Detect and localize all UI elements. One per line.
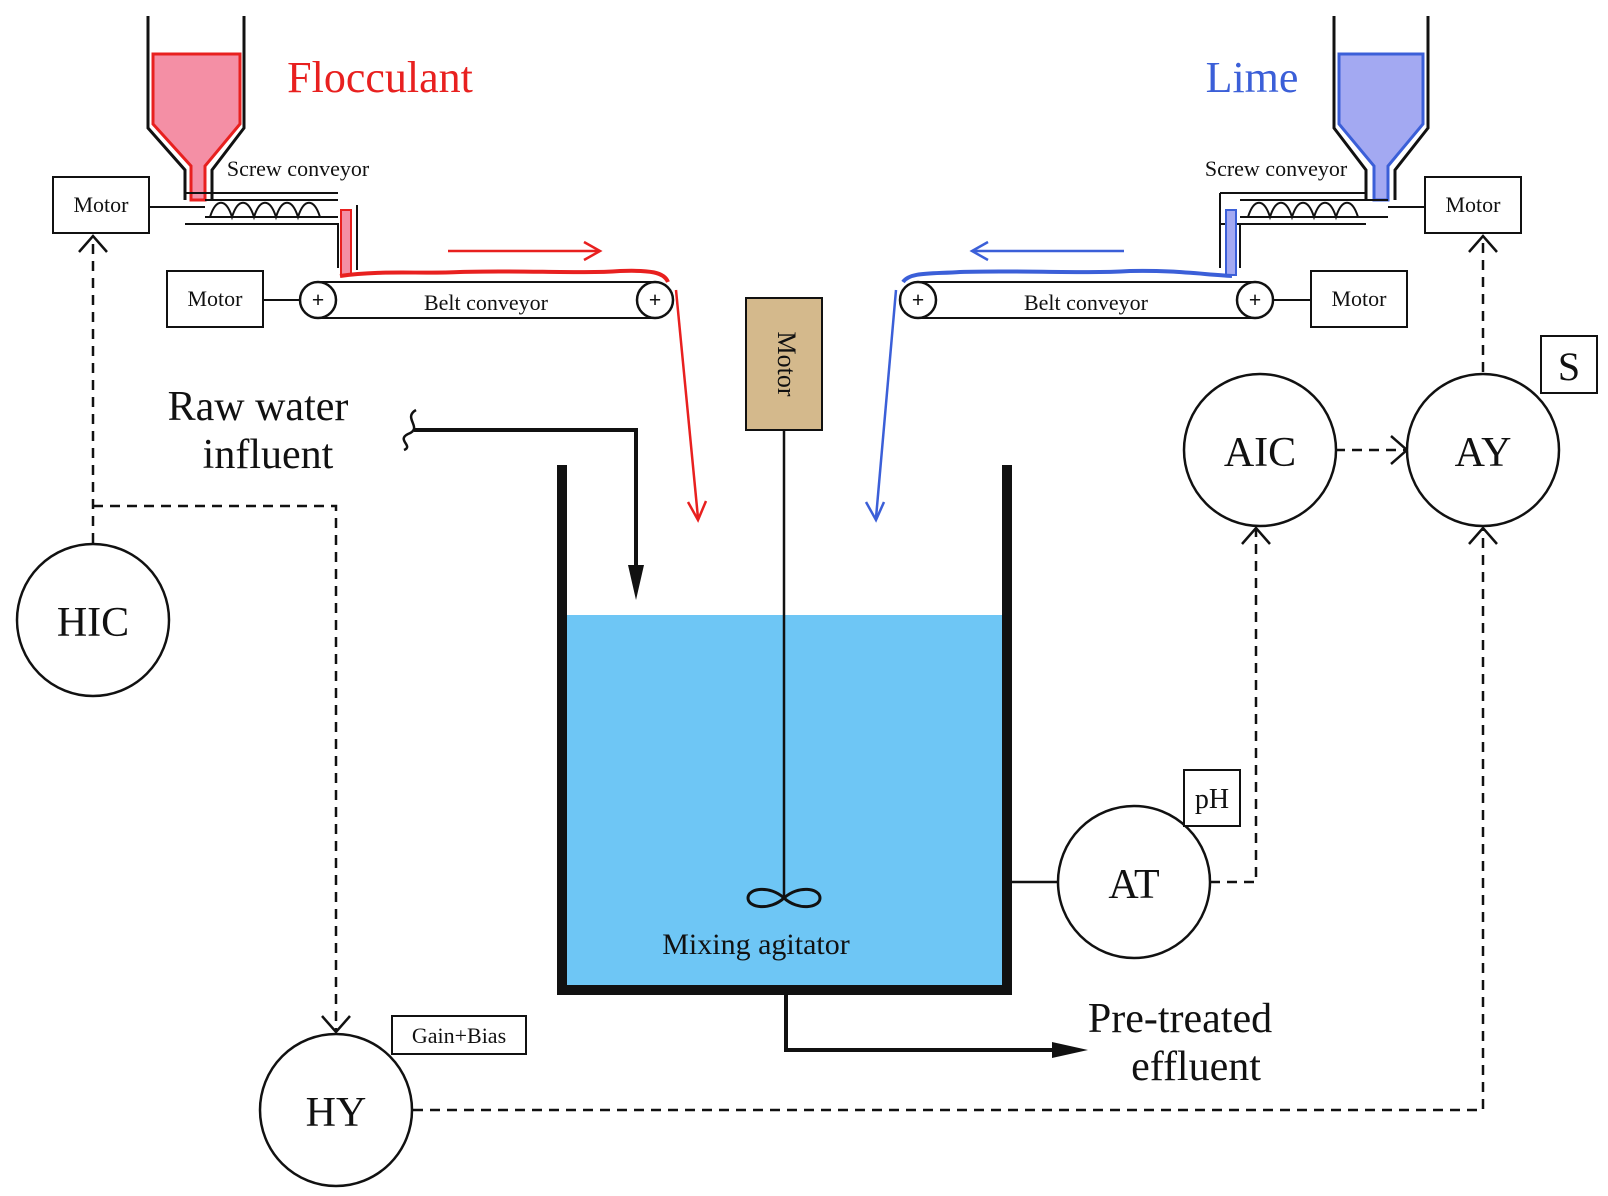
flocculant-fall-head [686,500,708,523]
motor-screw-left [52,176,150,234]
at-bubble [1056,804,1212,960]
hic-bubble [15,542,171,698]
motor-screw-right [1424,176,1522,234]
raw-water-label-2: influent [203,432,334,478]
lime-belt-direction-head [969,240,989,262]
belt-conveyor-left-label: Belt conveyor [424,290,549,315]
effluent-label-1: Pre-treated [1088,996,1272,1042]
screw-conveyor-label-right: Screw conveyor [1205,156,1348,181]
mixing-agitator-label: Mixing agitator [662,928,849,961]
s-box [1540,335,1598,394]
agitator-impeller [746,887,822,909]
lime-label: Lime [1206,53,1299,102]
screw-conveyor-auger-left [205,199,338,221]
ph-label: pH [1195,784,1229,815]
motor-belt-left [166,270,264,328]
belt-conveyor-right-label: Belt conveyor [1024,290,1149,315]
raw-water-squiggle [402,408,417,452]
flocculant-label: Flocculant [287,53,473,102]
flocculant-on-belt [339,268,670,283]
effluent-arrowhead [1052,1042,1088,1058]
aic-label: AIC [1224,430,1296,476]
screw-conveyor-label-left: Screw conveyor [227,156,370,181]
aic-bubble [1182,372,1338,528]
belt-roller-right-a [898,280,938,320]
ph-box [1183,769,1241,827]
lime-on-belt [901,268,1233,284]
motor-screw-left-label: Motor [74,192,130,217]
lime-fall-head [864,501,886,523]
flocculant-belt-direction-head [583,240,603,262]
motor-belt-right [1310,270,1408,328]
belt-roller-right-a-plus: + [912,287,925,312]
signal-hic-to-hy [93,504,338,1030]
hy-bubble [258,1032,414,1188]
belt-conveyor-right [918,281,1255,319]
belt-roller-left-b [635,280,675,320]
ay-bubble [1405,372,1561,528]
signal-at-to-aic-head [1241,526,1271,545]
signal-hy-to-ay-head [1468,526,1498,545]
screw-conveyor-housing-left [185,192,339,268]
lime-hopper-fill [1337,52,1425,202]
motor-screw-right-label: Motor [1446,192,1502,217]
screw-drop-chute-right [1225,209,1237,276]
raw-water-arrowhead [628,565,644,600]
effluent-label-2: effluent [1131,1044,1261,1090]
belt-roller-left-a-plus: + [312,287,325,312]
motor-belt-right-label: Motor [1332,286,1388,311]
agitator-motor-label: Motor [772,332,801,397]
hic-label: HIC [57,600,129,646]
signal-at-to-aic [1210,530,1258,884]
tank-walls [557,465,1012,995]
signal-hic-to-motor-head [78,234,108,253]
screw-conveyor-housing-right [1219,192,1366,268]
lime-fall-line [874,289,898,519]
motor-belt-left-label: Motor [188,286,244,311]
agitator-motor-box [745,297,823,431]
signal-ay-to-motor-head [1468,234,1498,253]
lime-hopper-walls [1332,16,1430,200]
screw-conveyor-auger-right [1240,199,1388,221]
flocculant-hopper-walls [146,16,246,200]
raw-water-pipe [414,428,638,585]
screw-drop-chute-left [340,209,352,276]
ay-label: AY [1455,430,1512,476]
belt-conveyor-left [317,281,655,319]
signal-hic-to-hy-head [321,1015,351,1034]
belt-roller-right-b-plus: + [1249,287,1262,312]
flocculant-fall-line [674,289,700,519]
gain-bias-label: Gain+Bias [412,1023,506,1048]
raw-water-label-1: Raw water [168,384,349,430]
gain-bias-box [391,1015,527,1055]
s-label: S [1558,344,1580,389]
at-label: AT [1108,862,1159,908]
effluent-pipe [784,995,1058,1052]
belt-roller-left-b-plus: + [649,287,662,312]
hy-label: HY [306,1090,367,1136]
